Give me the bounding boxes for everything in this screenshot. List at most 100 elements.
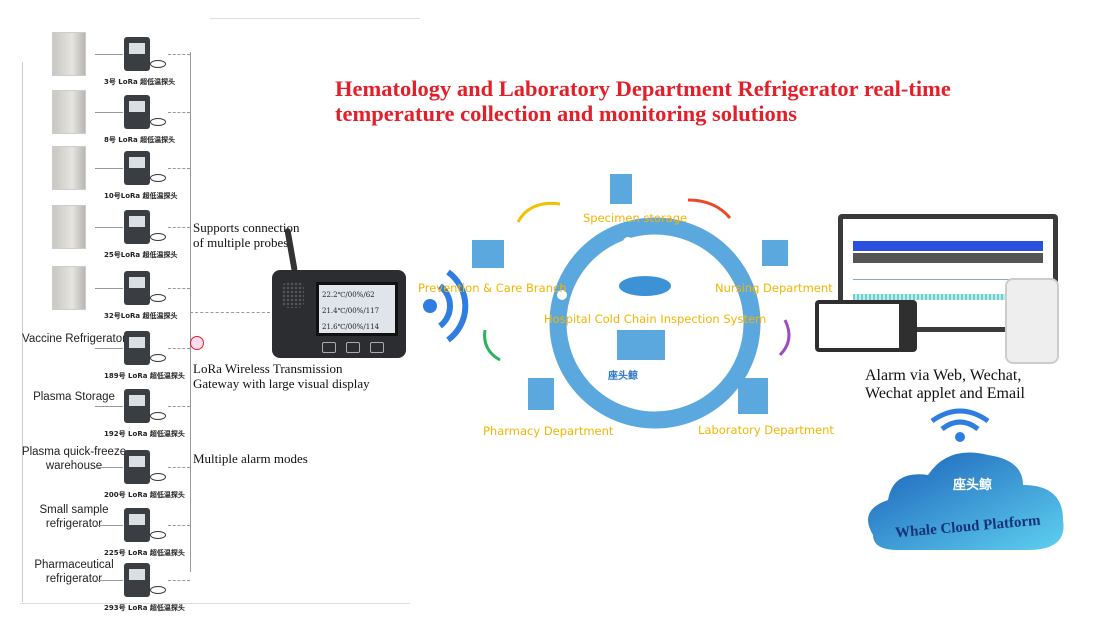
- alarm-button[interactable]: [322, 342, 336, 353]
- lora-probe-device: [124, 331, 150, 365]
- title-line-1: Hematology and Laboratory Department Ref…: [335, 76, 951, 101]
- gateway-note: LoRa Wireless Transmission Gateway with …: [193, 361, 370, 391]
- bracket-tick: [168, 227, 190, 228]
- title-line-2: temperature collection and monitoring so…: [335, 101, 798, 126]
- lora-probe-device: [124, 37, 150, 71]
- arrow-blue: [629, 413, 666, 424]
- probe-tag: 293号 LoRa 超低温探头: [104, 604, 185, 612]
- refrigerator-photo: [52, 90, 86, 134]
- chart-line: [853, 279, 1043, 280]
- refrigerator-label: Small sample refrigerator: [39, 504, 109, 530]
- probe-tag: 189号 LoRa 超低温探头: [104, 372, 185, 380]
- arrow-red: [687, 198, 732, 219]
- lora-probe-device: [124, 271, 150, 305]
- probe-tag: 10号LoRa 超低温探头: [104, 192, 178, 200]
- note-line: Supports connection: [193, 220, 300, 235]
- connector-line: [95, 168, 123, 169]
- bracket-tick: [168, 467, 190, 468]
- bracket-tick: [168, 580, 190, 581]
- note-line: LoRa Wireless Transmission: [193, 361, 343, 376]
- left-rule: [22, 62, 23, 602]
- wireless-signal-icon: [423, 269, 469, 343]
- speaker-grille: [282, 282, 304, 308]
- probe-cable: [150, 60, 166, 68]
- wifi-icon: [930, 408, 990, 442]
- refrigerator-label: Vaccine Refrigerator: [22, 333, 126, 345]
- screen-reading: 21.4℃/00%/117: [322, 307, 380, 315]
- probe-cable: [150, 118, 166, 126]
- connector-line: [95, 288, 123, 289]
- refrigerator-photo: [52, 146, 86, 190]
- refrigerator-photo: [52, 32, 86, 76]
- cycle-ring: [549, 217, 761, 429]
- whale-cloud-icon: [868, 452, 1064, 550]
- refrigerator-label: Plasma Storage: [33, 391, 115, 403]
- connector-line: [95, 467, 123, 468]
- connector-line: [95, 406, 123, 407]
- dashboard-row: [853, 253, 1043, 263]
- probe-tag: 8号 LoRa 超低温探头: [104, 136, 176, 144]
- connector-line: [95, 112, 123, 113]
- connector-line: [95, 227, 123, 228]
- bracket-tick: [168, 288, 190, 289]
- probe-cable: [150, 354, 166, 362]
- probe-cable: [150, 586, 166, 594]
- bracket-tick: [168, 525, 190, 526]
- cloud-icon: [619, 276, 671, 296]
- connector-line: [95, 525, 123, 526]
- screen-reading: 22.2℃/00%/62: [322, 291, 375, 299]
- lora-probe-device: [124, 95, 150, 129]
- connector-line: [95, 348, 123, 349]
- node-pharmacy-department: Pharmacy Department: [483, 424, 614, 438]
- probe-cable: [150, 412, 166, 420]
- lora-probe-device: [124, 210, 150, 244]
- top-rule: [210, 18, 420, 19]
- refrigerator-photo: [52, 205, 86, 249]
- bracket-tick: [168, 348, 190, 349]
- bottom-rule: [20, 603, 410, 604]
- building-icon: [528, 378, 554, 410]
- note-line: Gateway with large visual display: [193, 376, 370, 391]
- probe-tag: 200号 LoRa 超低温探头: [104, 491, 185, 499]
- gateway-screen: 22.2℃/00%/62 21.4℃/00%/117 21.6℃/00%/114: [316, 282, 398, 336]
- bracket-tick: [168, 168, 190, 169]
- cycle-diagram: [423, 174, 791, 429]
- cloud-logo: 座头鲸: [953, 478, 993, 493]
- lora-probe-device: [124, 563, 150, 597]
- alarm-icon: [190, 336, 204, 350]
- settings-button[interactable]: [370, 342, 384, 353]
- hospital-icon: [617, 330, 665, 360]
- probe-cable: [150, 473, 166, 481]
- tablet: [815, 300, 917, 352]
- center-system-label: Hospital Cold Chain Inspection System: [544, 312, 767, 326]
- arrow-purple: [778, 319, 791, 357]
- note-line: of multiple probes: [193, 235, 289, 250]
- lora-probe-device: [124, 450, 150, 484]
- lora-probe-device: [124, 389, 150, 423]
- probe-tag: 192号 LoRa 超低温探头: [104, 430, 185, 438]
- bracket-tick: [168, 54, 190, 55]
- menu-button[interactable]: [346, 342, 360, 353]
- screen-reading: 21.6℃/00%/114: [322, 323, 380, 331]
- building-icon: [762, 240, 788, 266]
- arrow-green: [483, 329, 501, 362]
- refrigerator-label: Plasma quick-freeze warehouse: [21, 446, 127, 472]
- multi-probe-note: Supports connection of multiple probes: [193, 220, 300, 250]
- note-line: Alarm via Web, Wechat,: [865, 367, 1022, 384]
- bracket-to-gateway: [190, 312, 270, 313]
- bracket-tick: [168, 406, 190, 407]
- building-icon: [610, 174, 632, 204]
- connector-line: [95, 580, 123, 581]
- probe-cable: [150, 174, 166, 182]
- arrow-yellow: [516, 201, 561, 223]
- chart-line: [853, 294, 1043, 300]
- note-line: Wechat applet and Email: [865, 385, 1025, 402]
- connector-line: [95, 54, 123, 55]
- alarm-channels-note: Alarm via Web, Wechat, Wechat applet and…: [865, 367, 1025, 403]
- probe-tag: 225号 LoRa 超低温探头: [104, 549, 185, 557]
- building-icon: [738, 378, 768, 414]
- probe-cable: [150, 294, 166, 302]
- probe-tag: 32号LoRa 超低温探头: [104, 312, 178, 320]
- refrigerator-photo: [52, 266, 86, 310]
- lora-probe-device: [124, 151, 150, 185]
